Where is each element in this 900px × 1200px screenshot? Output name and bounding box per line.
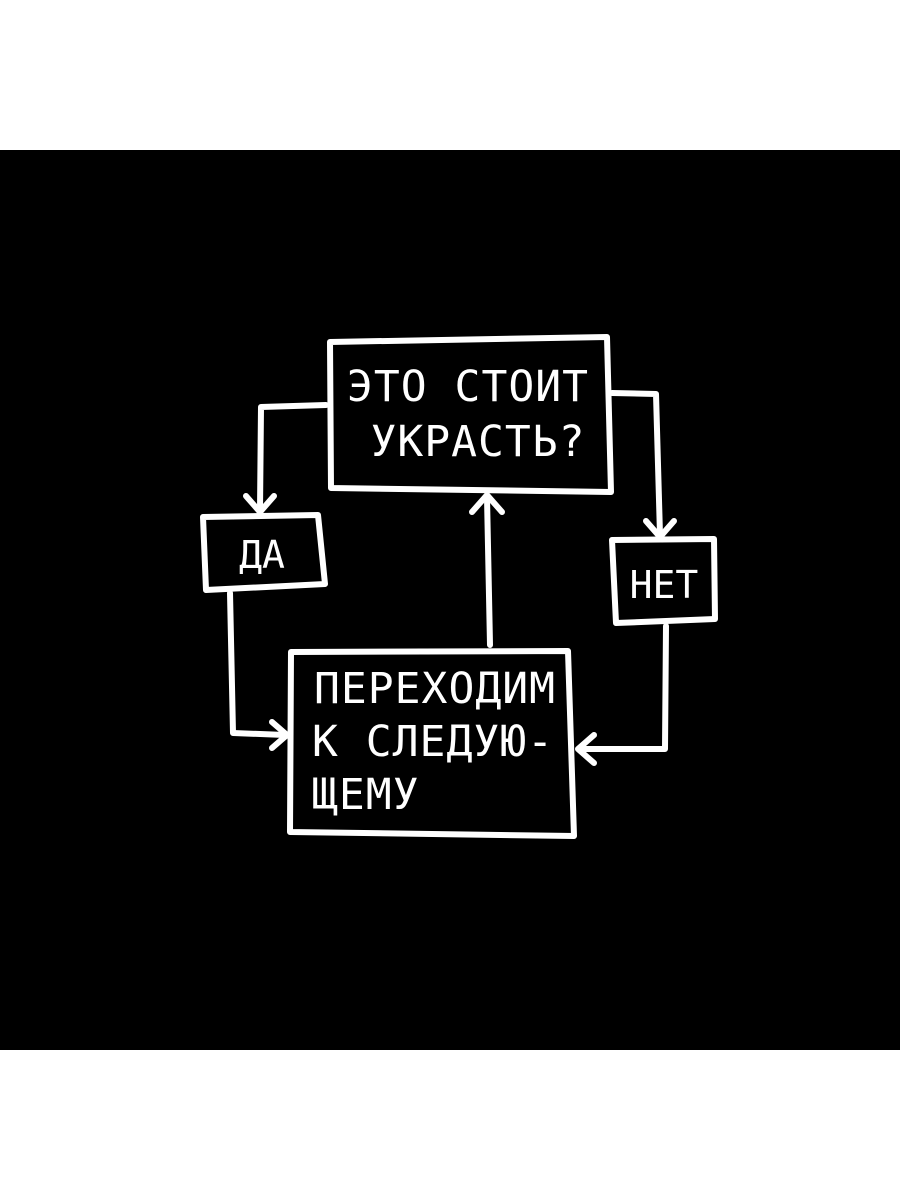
arrowhead-no-to-action: [575, 732, 597, 766]
action-box: [287, 648, 577, 839]
connector-yes-to-action: [227, 590, 288, 738]
question-box: [327, 334, 614, 495]
arrowhead-yes-to-action: [269, 719, 290, 751]
connector-no-to-action: [577, 623, 669, 752]
connector-question-to-no: [609, 390, 663, 538]
connector-action-to-question: [484, 494, 493, 648]
no-label: НЕТ: [630, 563, 699, 607]
arrowhead-to-question: [469, 492, 505, 515]
question-text-line1: ЭТО СТОИТ: [347, 362, 589, 412]
flowchart-svg: ЭТО СТОИТ УКРАСТЬ? ДА НЕТ ПЕРЕХОДИМ К СЛ…: [200, 334, 718, 839]
action-text-line2: К СЛЕДУЮ-: [312, 717, 554, 767]
no-box: [609, 536, 718, 626]
yes-box: [200, 512, 328, 593]
question-text-line2: УКРАСТЬ?: [370, 417, 585, 467]
action-text-line3: ЩЕМУ: [312, 770, 420, 820]
yes-label: ДА: [239, 533, 285, 577]
diagram-canvas: ЭТО СТОИТ УКРАСТЬ? ДА НЕТ ПЕРЕХОДИМ К СЛ…: [0, 150, 900, 1050]
connector-question-to-yes: [257, 402, 329, 513]
arrowhead-to-no: [643, 518, 677, 540]
arrowhead-to-yes: [243, 493, 277, 515]
action-text-line1: ПЕРЕХОДИМ: [314, 664, 556, 714]
